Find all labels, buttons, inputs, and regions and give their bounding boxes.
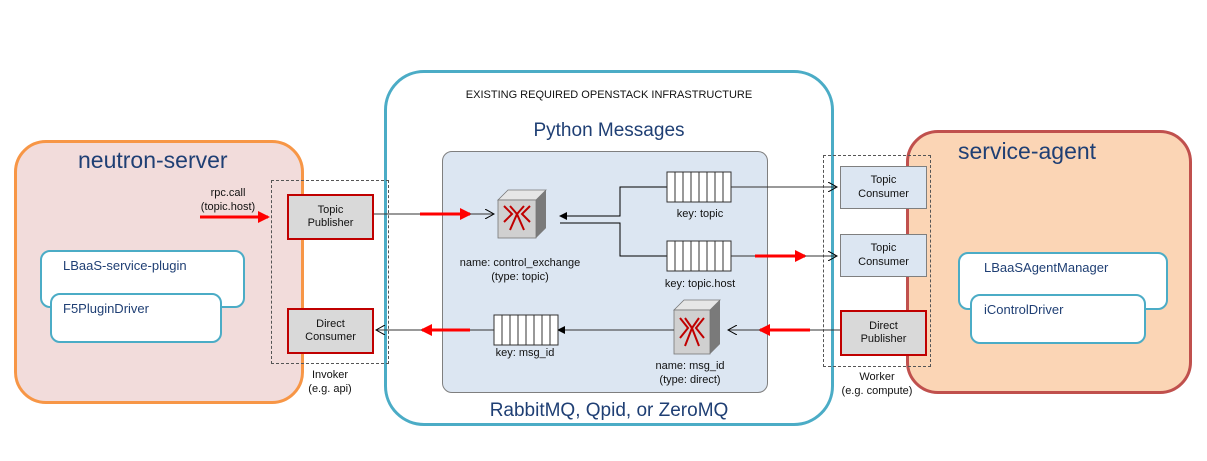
topic-consumer-box-1: Topic Consumer [840,166,927,209]
topic-host-queue-to-exchange [560,222,667,257]
topic-queue-label: key: topic [676,208,724,220]
msg-id-queue [493,314,559,346]
topic-publisher-box: Topic Publisher [287,194,374,240]
topic-queue [666,171,732,203]
exchange-icon [497,189,547,239]
invoker-dashed-region [271,180,389,364]
msg-id-exchange-label: name: msg_id (type: direct) [655,360,725,386]
lbaas-service-plugin-label: LBaaS-service-plugin [63,258,187,273]
rpc-call-label: rpc.call (topic.host) [200,187,256,213]
infrastructure-title: EXISTING REQUIRED OPENSTACK INFRASTRUCTU… [465,89,753,101]
direct-consumer-box: Direct Consumer [287,308,374,354]
topic-host-queue-label: key: topic.host [664,278,736,290]
topic-host-queue [666,240,732,272]
msg-id-queue-label: key: msg_id [495,347,555,359]
f5-plugin-driver-label: F5PluginDriver [63,301,149,316]
invoker-label: Invoker (e.g. api) [308,369,352,395]
neutron-server-title: neutron-server [78,147,228,173]
exchange-icon [673,299,721,355]
worker-label: Worker (e.g. compute) [841,371,913,397]
icontrol-driver-label: iControlDriver [984,302,1064,317]
control-exchange-label: name: control_exchange (type: topic) [459,257,581,283]
worker-dashed-region [823,155,931,367]
lbaas-agent-manager-label: LBaaSAgentManager [984,260,1109,275]
python-messages-title: Python Messages [533,120,685,141]
icontrol-driver-box [970,294,1146,344]
f5-plugin-driver-box [50,293,222,343]
backends-label: RabbitMQ, Qpid, or ZeroMQ [489,400,729,421]
direct-publisher-box: Direct Publisher [840,310,927,356]
service-agent-title: service-agent [958,138,1097,164]
topic-consumer-box-2: Topic Consumer [840,234,927,277]
topic-queue-to-exchange [559,186,667,220]
